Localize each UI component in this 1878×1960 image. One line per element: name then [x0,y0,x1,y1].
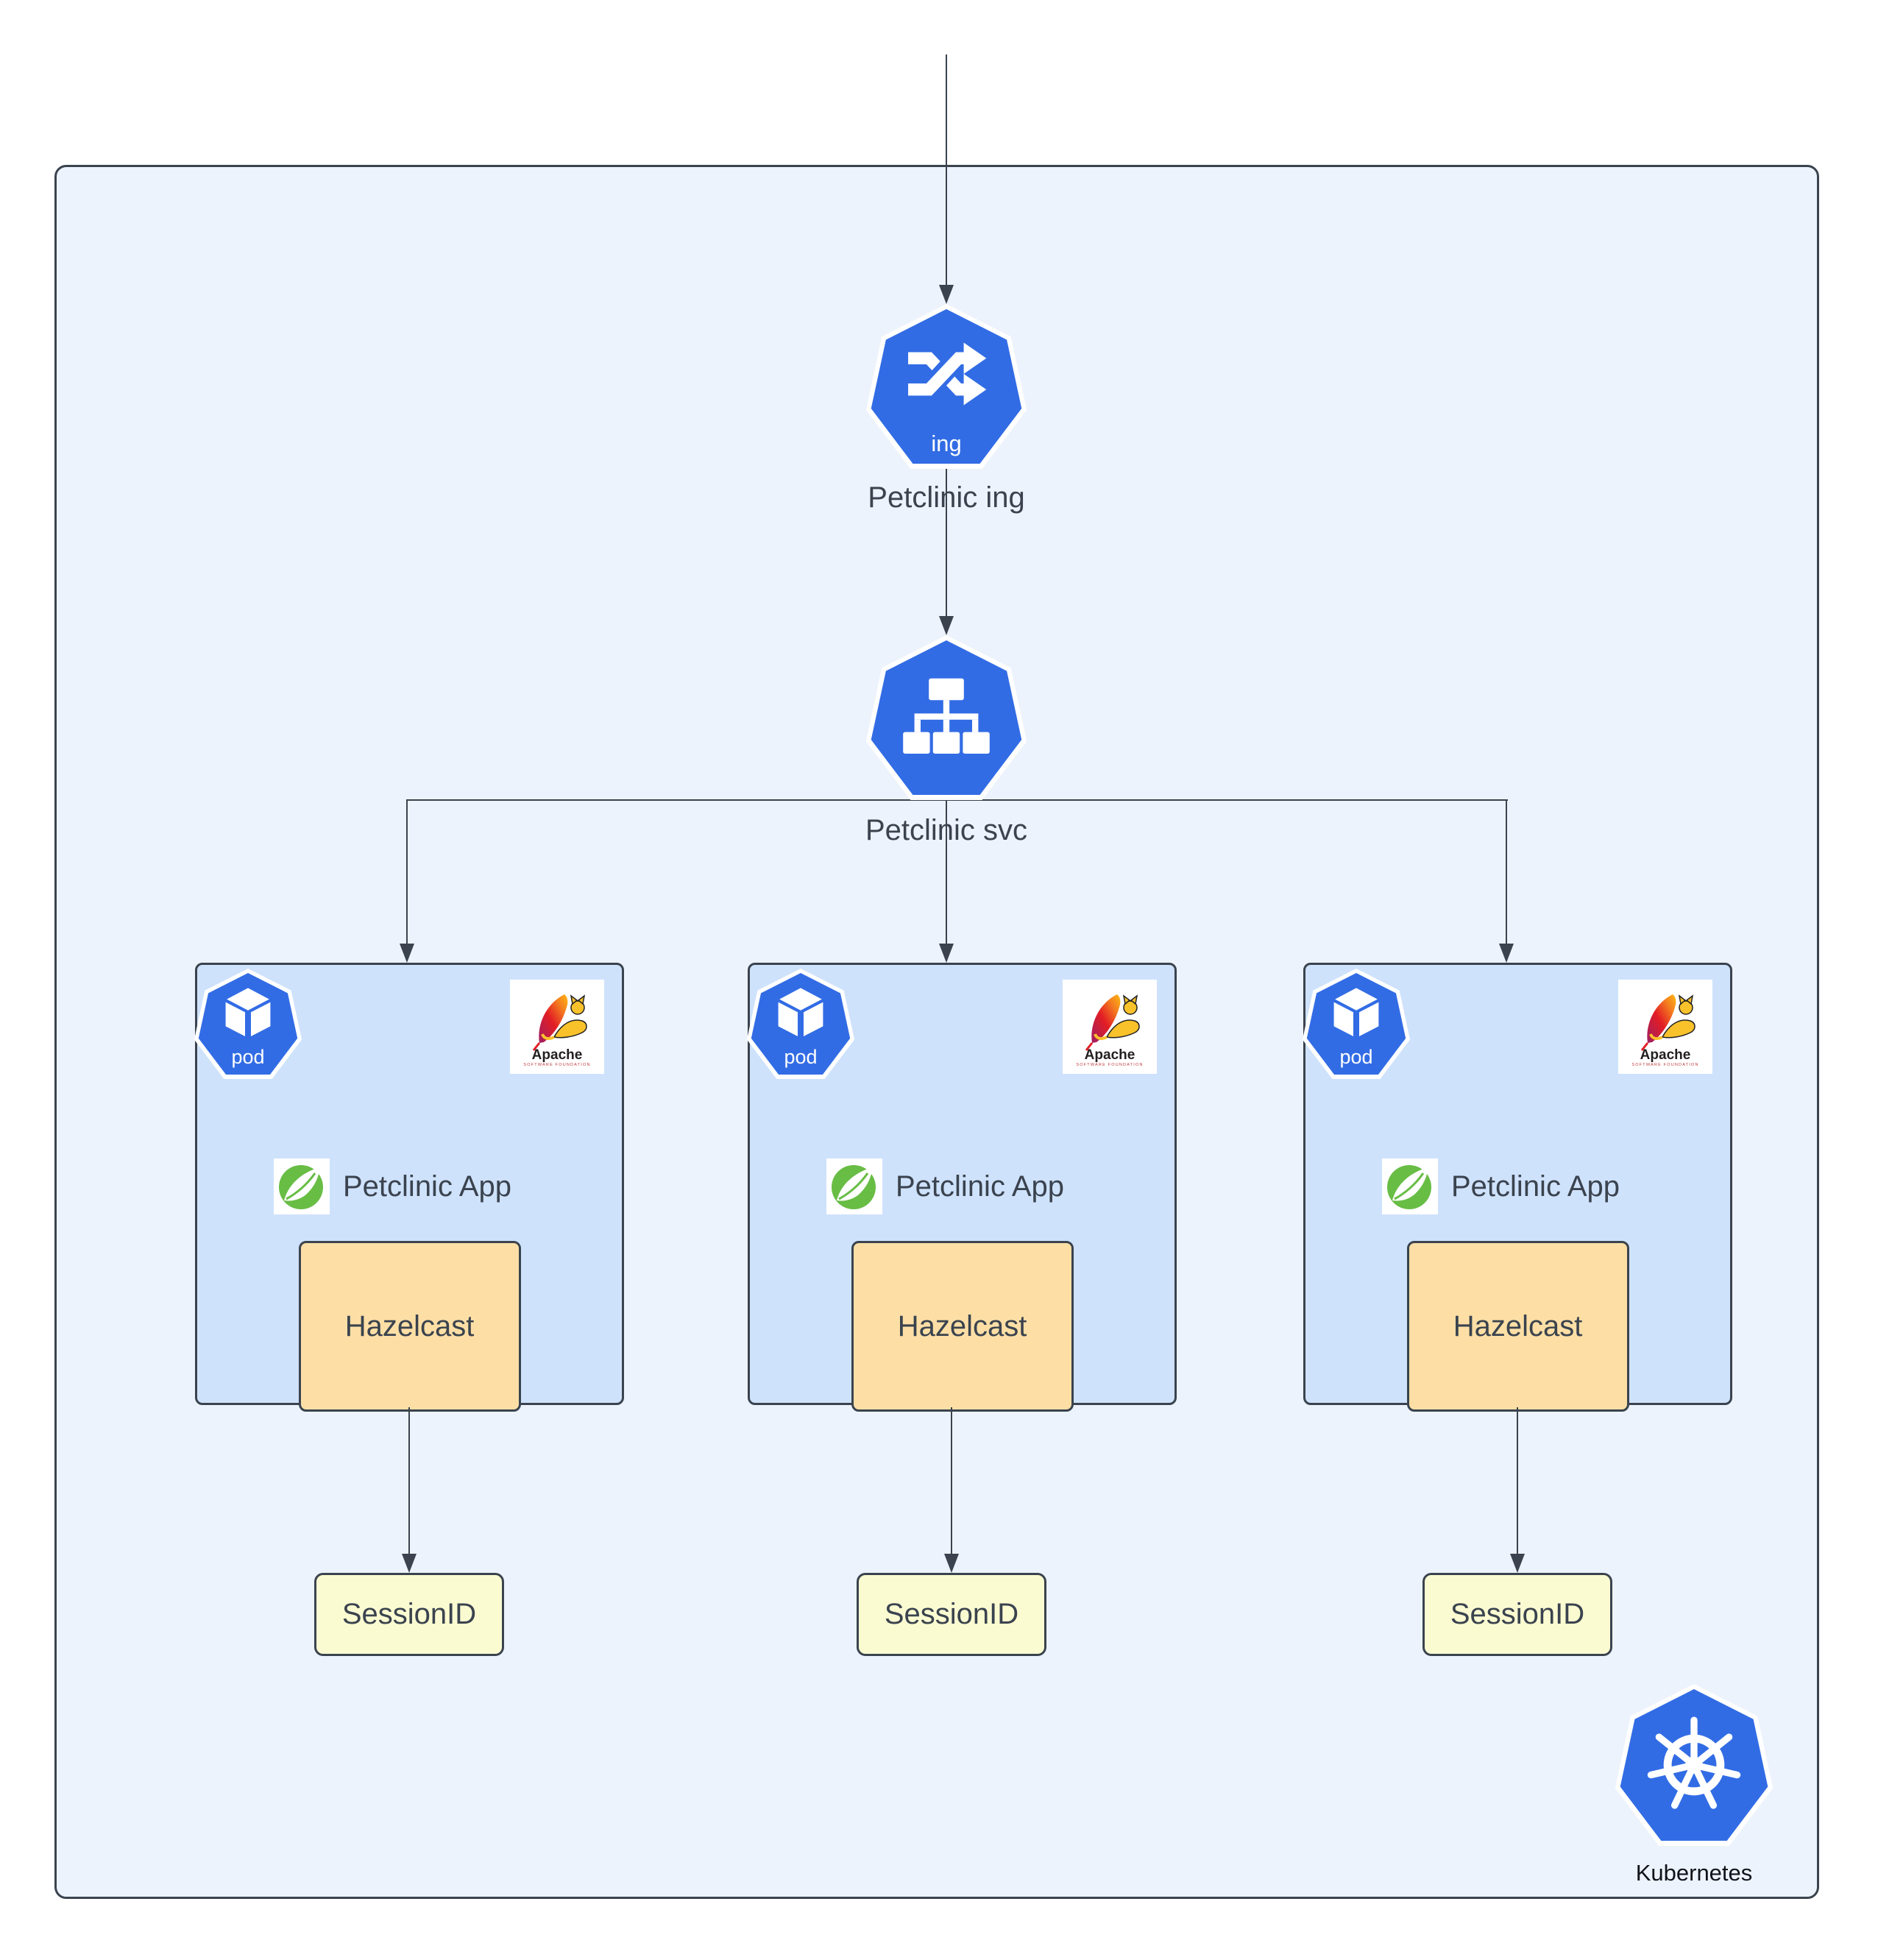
spring-leaf-icon [1387,1165,1431,1209]
svg-text:SOFTWARE FOUNDATION: SOFTWARE FOUNDATION [1631,1063,1698,1067]
session-box-3: SessionID [1422,1573,1612,1656]
session-box-1: SessionID [314,1573,504,1656]
pod-2: pod Apache SOFTWARE FOUNDATION [745,963,1177,1412]
spring-logo-tile [274,1158,330,1214]
app-label: Petclinic App [1451,1170,1620,1203]
service-node [864,635,1029,800]
pod-1-badge: pod [193,969,303,1079]
app-label: Petclinic App [343,1170,512,1203]
hazelcast-box: Hazelcast [1406,1241,1629,1412]
connector-session-1 [408,1407,410,1554]
arrowhead-service-icon [939,616,954,635]
tomcat-logo-tile: Apache SOFTWARE FOUNDATION [1063,980,1157,1074]
spring-logo-tile [826,1158,882,1214]
svg-text:Apache: Apache [1640,1047,1691,1063]
connector-session-3 [1517,1407,1518,1554]
connector-entry [946,54,947,285]
service-label: Petclinic svc [865,814,1028,846]
ingress-node-fill [871,309,1022,464]
pod-badge-label: pod [784,1046,818,1068]
arrowhead-session-1-icon [402,1554,417,1573]
pod-3: pod Apache SOFTWARE FOUNDATION [1301,963,1732,1412]
spring-leaf-icon [279,1165,323,1209]
ingress-node: ing [864,304,1029,469]
svg-text:Apache: Apache [1085,1047,1135,1063]
session-box-2: SessionID [857,1573,1046,1656]
svg-text:Apache: Apache [532,1047,583,1063]
pod-badge-label: pod [231,1046,265,1068]
pod-badge-label: pod [1339,1046,1373,1068]
arrowhead-entry-icon [939,285,954,304]
connector-branch [407,799,1508,801]
connector-branch-left [406,799,408,944]
cube-icon [1333,988,1379,1036]
kubernetes-label: Kubernetes [1635,1860,1753,1886]
cube-icon [225,988,271,1036]
pod-3-badge: pod [1301,969,1411,1079]
ingress-badge: ing [931,431,962,456]
tomcat-logo-icon: Apache SOFTWARE FOUNDATION [523,994,590,1067]
app-row: Petclinic App [274,1158,511,1214]
tomcat-logo-tile: Apache SOFTWARE FOUNDATION [1618,980,1712,1074]
arrowhead-session-2-icon [944,1554,959,1573]
arrowhead-session-3-icon [1510,1554,1525,1573]
arrowhead-pod2-icon [939,944,954,963]
tomcat-logo-icon: Apache SOFTWARE FOUNDATION [1631,994,1698,1067]
connector-session-2 [951,1407,952,1554]
shuffle-icon [898,330,995,417]
kubernetes-logo [1613,1684,1775,1846]
arrowhead-pod3-icon [1499,944,1514,963]
connector-branch-middle [946,801,947,944]
spring-leaf-icon [832,1165,876,1209]
pod-2-badge: pod [745,969,856,1079]
hazelcast-box: Hazelcast [298,1241,521,1412]
connector-ingress-service [946,469,947,616]
spring-logo-tile [1382,1158,1438,1214]
svg-text:SOFTWARE FOUNDATION: SOFTWARE FOUNDATION [1076,1063,1143,1067]
hazelcast-box: Hazelcast [851,1241,1074,1412]
app-row: Petclinic App [1382,1158,1620,1214]
app-label: Petclinic App [896,1170,1065,1203]
helm-wheel-icon [1637,1708,1751,1822]
arrowhead-pod1-icon [400,944,414,963]
service-tree-icon [903,678,990,754]
svg-text:SOFTWARE FOUNDATION: SOFTWARE FOUNDATION [523,1063,590,1067]
cube-icon [778,988,823,1036]
tomcat-logo-icon: Apache SOFTWARE FOUNDATION [1076,994,1143,1067]
tomcat-logo-tile: Apache SOFTWARE FOUNDATION [510,980,604,1074]
app-row: Petclinic App [826,1158,1064,1214]
connector-branch-right [1506,799,1507,944]
ingress-label: Petclinic ing [868,481,1025,514]
pod-1: pod Apache SOFTWARE FOUNDATION [193,963,624,1412]
